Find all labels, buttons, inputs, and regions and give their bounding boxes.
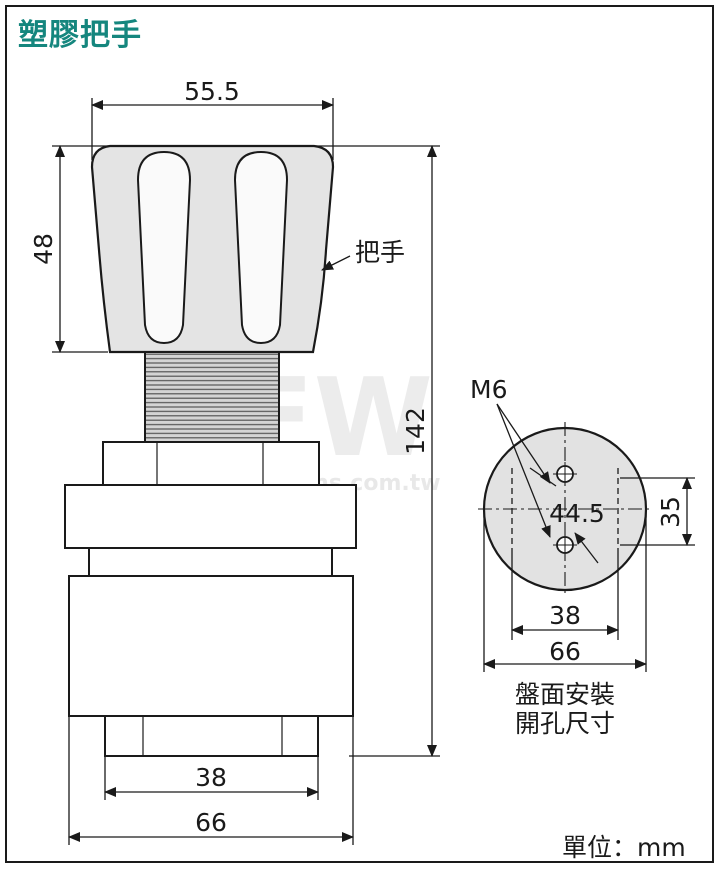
dim-knob-width: 55.5 [184, 77, 240, 106]
handle-callout: 把手 [355, 238, 405, 267]
side-view-dimensions [52, 98, 440, 845]
dim-panel-outer: 66 [549, 637, 581, 666]
threaded-shaft [144, 351, 280, 443]
dim-total-height: 142 [401, 407, 430, 455]
thread-callout: M6 [470, 375, 507, 404]
hex-nut [102, 441, 320, 486]
main-body [68, 575, 354, 717]
dim-panel-hole-spacing: 44.5 [549, 499, 605, 528]
flange [64, 484, 357, 549]
dim-base-inner: 38 [195, 763, 227, 792]
dim-panel-inner: 38 [549, 601, 581, 630]
bottom-boss [104, 715, 319, 757]
knob-body [90, 144, 335, 354]
dim-base-outer: 66 [195, 808, 227, 837]
side-view [64, 144, 357, 757]
page-title: 塑膠把手 [18, 18, 142, 53]
dim-knob-height: 48 [29, 233, 58, 265]
panel-caption-line1: 盤面安裝 [515, 680, 615, 709]
panel-view-dimensions [483, 403, 695, 672]
panel-caption-line2: 開孔尺寸 [515, 709, 615, 738]
knob-groove-right [233, 150, 289, 345]
dim-panel-height: 35 [656, 496, 685, 528]
knob-groove-left [136, 150, 192, 345]
body-neck [88, 547, 333, 577]
drawing-frame [5, 5, 714, 863]
unit-label: 單位：mm [562, 833, 686, 862]
